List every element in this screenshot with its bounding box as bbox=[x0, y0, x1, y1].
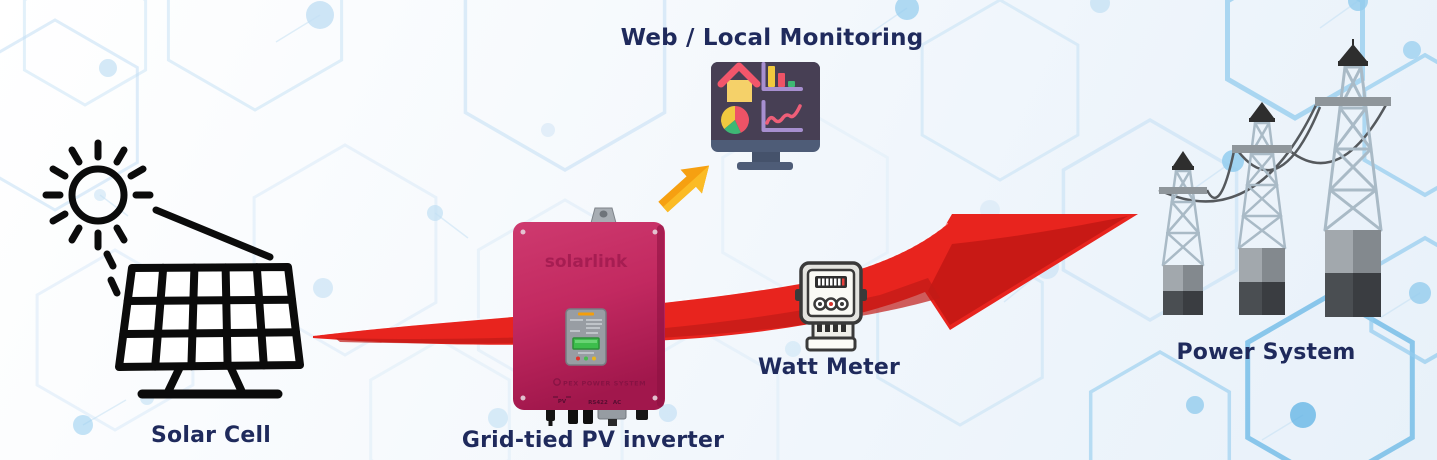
svg-text:AC: AC bbox=[613, 400, 621, 406]
meter-terminals bbox=[811, 320, 855, 340]
line-chart-icon bbox=[761, 100, 803, 132]
transmission-tower-medium bbox=[1232, 102, 1292, 315]
watt-meter-icon bbox=[795, 261, 867, 352]
transmission-tower-large bbox=[1315, 39, 1391, 317]
monitoring-screen-icon bbox=[711, 62, 820, 170]
svg-text:RS422: RS422 bbox=[588, 400, 608, 406]
solar-panel-icon bbox=[115, 263, 304, 399]
inverter-connectors bbox=[546, 405, 648, 426]
inverter-lcd-display bbox=[572, 337, 600, 350]
bar-chart-icon bbox=[761, 62, 803, 91]
orange-arrow-icon bbox=[658, 165, 710, 213]
sun-icon bbox=[42, 139, 274, 297]
solar-cell-label: Solar Cell bbox=[150, 423, 272, 448]
inverter-brand-text: solarlink bbox=[545, 252, 628, 272]
pie-chart-icon bbox=[721, 106, 750, 134]
svg-text:PV: PV bbox=[558, 399, 567, 405]
svg-text:PEX POWER SYSTEM: PEX POWER SYSTEM bbox=[563, 380, 646, 388]
monitoring-label: Web / Local Monitoring bbox=[620, 25, 924, 51]
power-towers-icon bbox=[1158, 39, 1391, 317]
inverter-control-panel bbox=[565, 308, 607, 366]
inverter-port-labels: PV RS422 AC bbox=[553, 396, 621, 406]
house-icon bbox=[717, 62, 761, 102]
power-line-wires bbox=[1158, 102, 1389, 203]
inverter-footer-brand: PEX POWER SYSTEM bbox=[553, 378, 646, 388]
inverter-body: solarlink bbox=[513, 222, 665, 410]
meter-digit-display bbox=[815, 276, 847, 288]
watt-meter-label: Watt Meter bbox=[757, 355, 901, 380]
pv-inverter-icon: solarlink bbox=[513, 207, 665, 426]
inverter-mount-tab bbox=[590, 207, 617, 224]
transmission-tower-small bbox=[1159, 151, 1207, 315]
solar-cell-icon bbox=[42, 139, 304, 399]
inverter-status-leds bbox=[576, 356, 596, 361]
meter-dials bbox=[813, 297, 849, 311]
power-system-label: Power System bbox=[1176, 340, 1356, 365]
inverter-label: Grid-tied PV inverter bbox=[461, 428, 725, 453]
